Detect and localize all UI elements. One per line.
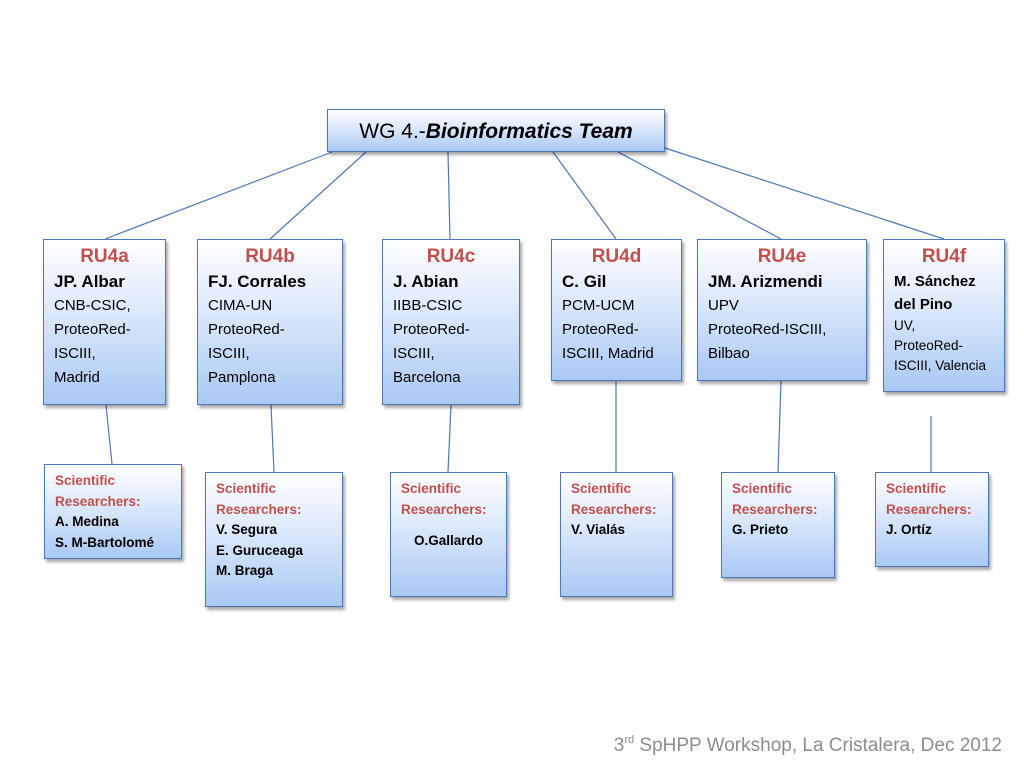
unit-detail: CNB-CSIC, ProteoRed- ISCIII, Madrid — [54, 297, 131, 386]
team-box-ru4f: Scientific Researchers: J. Ortíz — [875, 472, 989, 567]
unit-code: RU4d — [591, 246, 642, 267]
footer-text: SpHPP Workshop, La Cristalera, Dec 2012 — [634, 735, 1002, 756]
root-prefix: WG 4.- — [359, 120, 426, 143]
unit-lead: JP. Albar — [54, 272, 125, 291]
team-names: O.Gallardo — [413, 533, 484, 548]
unit-lead: C. Gil — [562, 272, 607, 291]
team-box-ru4a: Scientific Researchers: A. Medina S. M-B… — [44, 464, 182, 559]
team-label: Scientific Researchers: — [401, 481, 487, 517]
unit-detail: IIBB-CSIC ProteoRed- ISCIII, Barcelona — [393, 297, 470, 386]
team-names: J. Ortíz — [886, 522, 932, 537]
unit-code: RU4b — [245, 246, 295, 267]
unit-box-ru4e: RU4e JM. Arizmendi UPV ProteoRed-ISCIII,… — [697, 239, 867, 381]
connector-root-ru4d — [552, 151, 617, 240]
team-label: Scientific Researchers: — [55, 473, 141, 509]
unit-code: RU4a — [80, 246, 129, 267]
team-names: A. Medina S. M-Bartolomé — [55, 514, 155, 550]
team-label: Scientific Researchers: — [216, 481, 302, 517]
unit-lead: M. Sánchez del Pino — [894, 273, 976, 313]
footer-caption: 3rd SpHPP Workshop, La Cristalera, Dec 2… — [614, 735, 1002, 757]
unit-detail: UPV ProteoRed-ISCIII, Bilbao — [708, 297, 827, 362]
team-label: Scientific Researchers: — [571, 481, 657, 517]
connector-ru4a-team — [105, 404, 113, 465]
team-box-ru4b: Scientific Researchers: V. Segura E. Gur… — [205, 472, 343, 607]
unit-box-ru4d: RU4d C. Gil PCM-UCM ProteoRed- ISCIII, M… — [551, 239, 682, 381]
connector-root-ru4f — [664, 147, 945, 240]
unit-box-ru4c: RU4c J. Abian IIBB-CSIC ProteoRed- ISCII… — [382, 239, 520, 405]
connector-ru4c-team — [447, 404, 452, 473]
unit-code: RU4e — [757, 246, 807, 267]
unit-lead: J. Abian — [393, 272, 459, 291]
unit-box-ru4a: RU4a JP. Albar CNB-CSIC, ProteoRed- ISCI… — [43, 239, 166, 405]
unit-box-ru4b: RU4b FJ. Corrales CIMA-UN ProteoRed- ISC… — [197, 239, 343, 405]
connector-ru4e-team — [777, 380, 782, 473]
connector-root-ru4a — [104, 151, 333, 240]
team-names: V. Vialás — [571, 522, 626, 537]
root-title: Bioinformatics Team — [425, 120, 633, 143]
connector-root-ru4b — [269, 151, 367, 240]
team-label: Scientific Researchers: — [732, 481, 818, 517]
unit-lead: JM. Arizmendi — [708, 272, 823, 291]
footer-ordinal-suffix: rd — [624, 734, 635, 746]
team-names: V. Segura E. Guruceaga M. Braga — [216, 522, 304, 578]
connector-ru4b-team — [270, 404, 275, 473]
unit-lead: FJ. Corrales — [208, 272, 307, 291]
unit-detail: UV, ProteoRed- ISCIII, Valencia — [894, 318, 987, 373]
footer-ordinal: 3 — [613, 735, 625, 756]
connector-root-ru4e — [617, 151, 782, 240]
team-box-ru4c: Scientific Researchers: O.Gallardo — [390, 472, 507, 597]
unit-code: RU4f — [921, 246, 967, 267]
root-node-wg4: WG 4.-Bioinformatics Team — [327, 109, 665, 152]
unit-detail: CIMA-UN ProteoRed- ISCIII, Pamplona — [208, 297, 285, 386]
team-box-ru4e: Scientific Researchers: G. Prieto — [721, 472, 835, 578]
unit-box-ru4f: RU4f M. Sánchez del Pino UV, ProteoRed- … — [883, 239, 1005, 392]
team-names: G. Prieto — [732, 522, 789, 537]
connector-root-ru4c — [447, 151, 451, 240]
unit-code: RU4c — [426, 246, 476, 267]
team-box-ru4d: Scientific Researchers: V. Vialás — [560, 472, 673, 597]
team-label: Scientific Researchers: — [886, 481, 972, 517]
unit-detail: PCM-UCM ProteoRed- ISCIII, Madrid — [562, 297, 654, 362]
